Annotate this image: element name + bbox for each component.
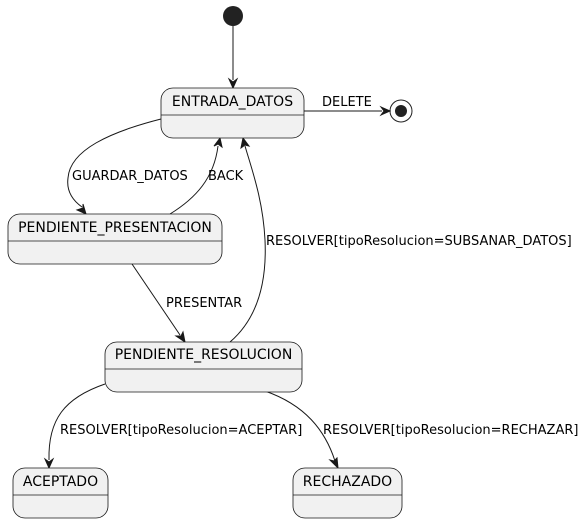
state-box (104, 341, 303, 393)
edge-subsanar (229, 145, 266, 343)
state-name: RECHAZADO (303, 474, 392, 490)
state-name: PENDIENTE_PRESENTACION (18, 220, 212, 236)
state-pendiente-resolucion: PENDIENTE_RESOLUCION (104, 341, 303, 393)
label-back: BACK (208, 169, 244, 184)
edge-rechazar (264, 390, 336, 462)
state-box (7, 213, 223, 265)
arrowhead-back (213, 136, 223, 149)
state-aceptado: ACEPTADO (12, 467, 109, 519)
edge-back (169, 145, 219, 215)
state-pendiente-presentacion: PENDIENTE_PRESENTACION (7, 213, 223, 265)
state-entrada-datos: ENTRADA_DATOS (160, 87, 305, 139)
arrowhead-aceptar (43, 457, 55, 470)
label-rechazar: RESOLVER[tipoResolucion=RECHAZAR] (323, 423, 578, 438)
edge-presentar (131, 263, 181, 336)
final-state-dot (395, 105, 407, 117)
state-box (12, 467, 109, 519)
label-delete: DELETE (322, 95, 372, 110)
label-aceptar: RESOLVER[tipoResolucion=ACEPTAR] (60, 423, 302, 438)
state-rechazado: RECHAZADO (292, 467, 403, 519)
arrowhead-presentar (174, 330, 186, 344)
arrowhead-guardar-datos (75, 203, 87, 215)
label-presentar: PRESENTAR (166, 296, 242, 311)
arrowhead-rechazar (328, 456, 339, 470)
arrowhead-start-to-entrada (227, 77, 239, 90)
edge-aceptar (48, 383, 106, 461)
label-subsanar: RESOLVER[tipoResolucion=SUBSANAR_DATOS] (266, 234, 572, 249)
state-name: ENTRADA_DATOS (172, 94, 293, 110)
initial-state-dot (223, 6, 243, 26)
label-guardar-datos: GUARDAR_DATOS (72, 169, 188, 184)
edges (43, 26, 392, 470)
state-box (160, 87, 305, 139)
state-name: ACEPTADO (23, 474, 98, 490)
final-state (389, 99, 413, 123)
state-name: PENDIENTE_RESOLUCION (115, 347, 293, 363)
arrowhead-subsanar (240, 136, 251, 150)
edge-labels: DELETE GUARDAR_DATOS BACK RESOLVER[tipoR… (60, 95, 578, 438)
arrowhead-delete (379, 105, 392, 117)
edge-guardar-datos (67, 118, 162, 208)
state-box (292, 467, 403, 519)
